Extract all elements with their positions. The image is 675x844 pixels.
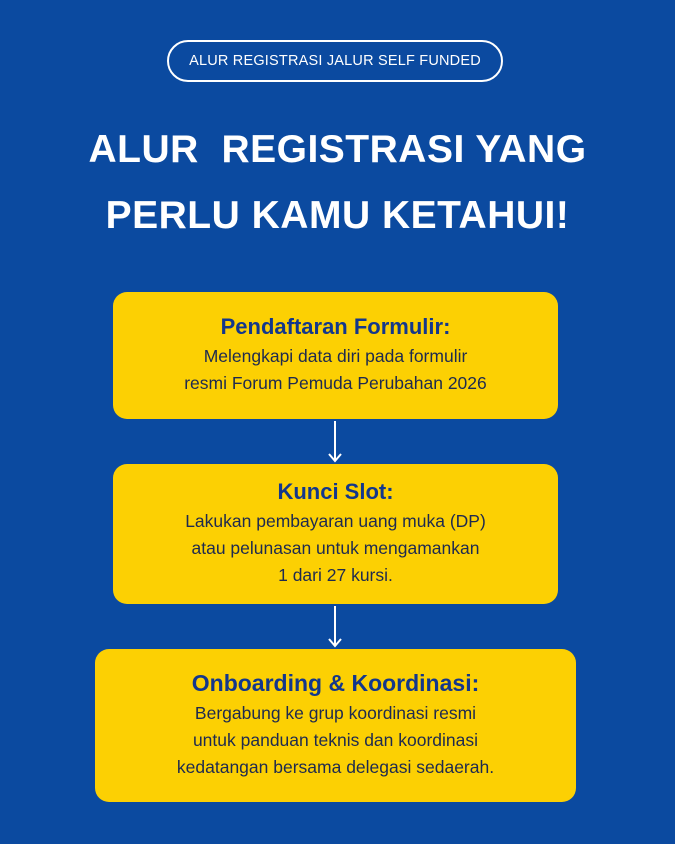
step-description-line: resmi Forum Pemuda Perubahan 2026 (184, 373, 487, 393)
step-description-line: 1 dari 27 kursi. (278, 565, 393, 585)
step-card-lock-slot: Kunci Slot: Lakukan pembayaran uang muka… (113, 464, 558, 604)
step-title: Onboarding & Koordinasi: (191, 670, 480, 696)
step-description-line: kedatangan bersama delegasi sedaerah. (176, 757, 495, 777)
header-badge: ALUR REGISTRASI JALUR SELF FUNDED (167, 40, 503, 82)
step-description-line: Bergabung ke grup koordinasi resmi (194, 703, 477, 723)
headline-line-1: ALUR REGISTRASI YANG (88, 128, 587, 171)
step-card-onboarding: Onboarding & Koordinasi: Bergabung ke gr… (95, 649, 576, 802)
step-description-line: atau pelunasan untuk mengamankan (191, 538, 480, 558)
arrow-down-icon (328, 421, 342, 463)
step-title: Kunci Slot: (277, 479, 394, 504)
step-title: Pendaftaran Formulir: (220, 314, 451, 339)
header-badge-label: ALUR REGISTRASI JALUR SELF FUNDED (189, 53, 481, 69)
step-description-line: Melengkapi data diri pada formulir (203, 346, 468, 366)
headline-line-2: PERLU KAMU KETAHUI! (105, 194, 570, 237)
step-description-line: Lakukan pembayaran uang muka (DP) (185, 511, 486, 531)
step-card-registration: Pendaftaran Formulir: Melengkapi data di… (113, 292, 558, 419)
step-description-line: untuk panduan teknis dan koordinasi (192, 730, 479, 750)
arrow-down-icon (328, 606, 342, 648)
